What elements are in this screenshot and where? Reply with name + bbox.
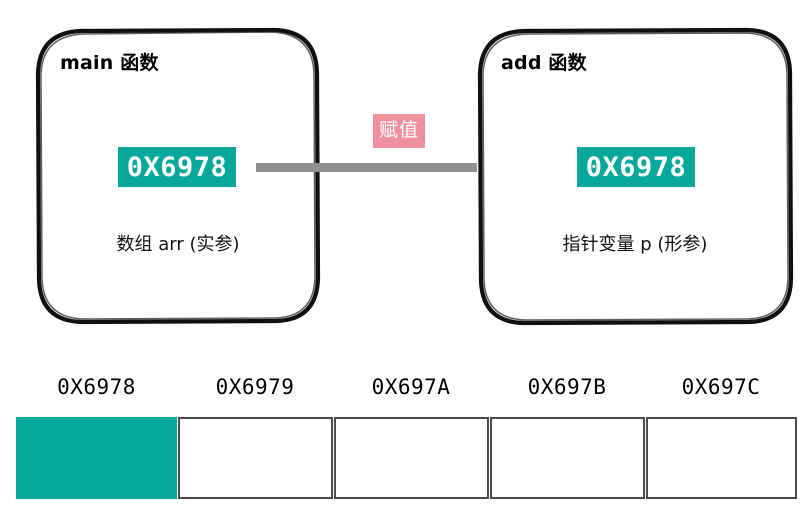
assignment-arrow-label: 赋值 (373, 114, 426, 148)
add-function-title: add 函数 (501, 52, 587, 74)
memory-cell-3[interactable] (490, 417, 645, 499)
arrow-shaft (256, 163, 512, 172)
memory-cell-0[interactable] (16, 417, 177, 499)
sketch-border-add (477, 27, 794, 326)
memory-label-4: 0X697C (681, 375, 761, 399)
memory-label-3: 0X697B (527, 375, 607, 399)
memory-label-1: 0X6979 (215, 375, 295, 399)
sketch-border-main (35, 27, 321, 325)
main-function-title: main 函数 (60, 52, 159, 74)
memory-cell-1[interactable] (178, 417, 333, 499)
main-caption: 数组 arr (实参) (116, 234, 240, 255)
memory-cell-4[interactable] (646, 417, 797, 499)
memory-label-0: 0X6978 (57, 375, 136, 399)
memory-cell-2[interactable] (334, 417, 489, 499)
main-address-badge: 0X6978 (118, 147, 236, 187)
add-caption: 指针变量 p (形参) (562, 234, 708, 255)
memory-label-2: 0X697A (371, 375, 451, 399)
add-address-badge: 0X6978 (577, 147, 695, 187)
